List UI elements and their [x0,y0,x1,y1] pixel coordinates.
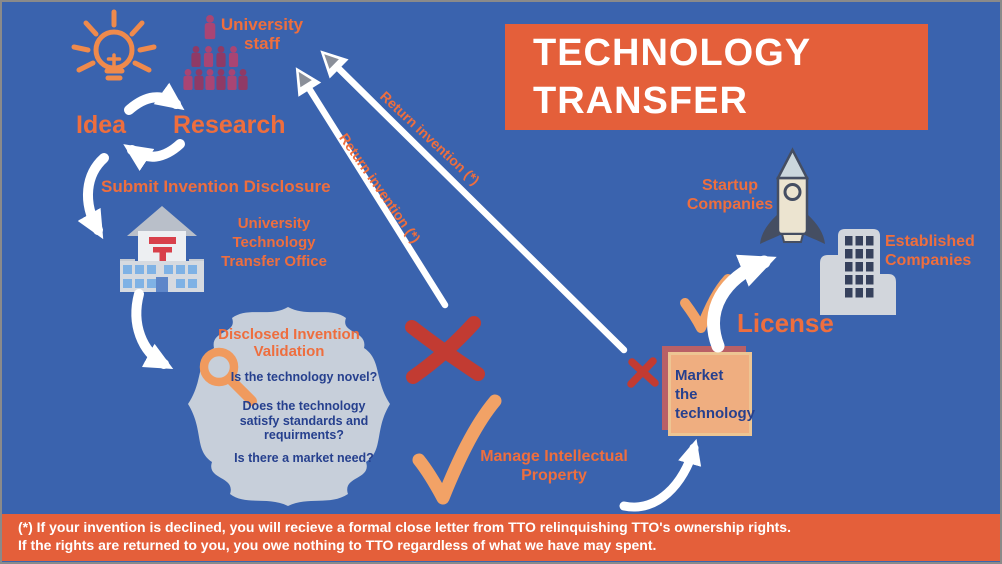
return-invention-arrows [295,50,628,354]
startup-companies-label: Startup Companies [685,176,775,214]
submit-invention-disclosure-label: Submit Invention Disclosure [101,177,331,196]
startup-line1: Startup [702,177,758,194]
post-office-building-icon [120,206,204,292]
tto-line2: Technology [232,234,316,251]
title-line2: TRANSFER [533,80,748,122]
arrow-tto-to-validation [131,289,174,370]
tto-office-label: University Technology Transfer Office [209,214,339,271]
arrow-manage-to-market [619,438,702,512]
manage-ip-checkmark-icon [412,394,502,505]
tto-line1: University [237,215,311,232]
validation-question-1: Is the technology novel? [230,370,378,384]
license-label: License [737,308,834,338]
validation-question-2: Does the technology satisfy standards an… [239,399,369,442]
manage-ip-line2: Property [521,467,587,484]
arrow-idea-to-tto [77,153,109,240]
validation-blob [188,307,390,506]
footnote-line1: (*) If your invention is declined, you w… [18,519,791,535]
footnote-bar: (*) If your invention is declined, you w… [2,514,1000,561]
idea-label: Idea [76,111,127,139]
validation-question-3: Is there a market need? [234,451,374,465]
manage-ip-line1: Manage Intellectual [480,448,628,465]
footnote-line2: If the rights are returned to you, you o… [18,537,657,553]
market-the-technology-box: Market the technology [668,352,756,436]
tto-line3: Transfer Office [221,253,327,270]
market-box-line2: technology [675,404,756,422]
staff-line1: University [220,15,304,34]
rejected-cross-small-icon [627,357,659,388]
arrow-license-to-companies [707,254,777,353]
title-banner: TECHNOLOGY TRANSFER [505,24,928,130]
rocket-icon [760,147,825,244]
research-label: Research [173,111,286,139]
manage-ip-label: Manage Intellectual Property [470,447,638,485]
cycle-arrows-icon [123,82,185,171]
rejected-cross-icon [405,316,485,384]
staff-line2: staff [244,34,280,53]
return-arrow-upper [320,50,628,354]
validation-title: Disclosed Invention Validation [205,326,373,360]
established-line1: Established [885,233,975,250]
validation-title-line2: Validation [253,343,325,360]
established-companies-label: Established Companies [885,233,975,270]
lightbulb-icon [71,9,157,81]
title-line1: TECHNOLOGY [533,32,812,74]
established-line2: Companies [885,251,972,269]
validation-title-line1: Disclosed Invention [218,326,360,343]
market-box-line1: Market the [675,366,724,403]
magnifier-icon [199,347,257,406]
return-arrow-lower [295,67,449,309]
university-staff-label: University staff [210,15,314,53]
office-building-icon [820,229,896,315]
startup-line2: Companies [686,196,774,213]
